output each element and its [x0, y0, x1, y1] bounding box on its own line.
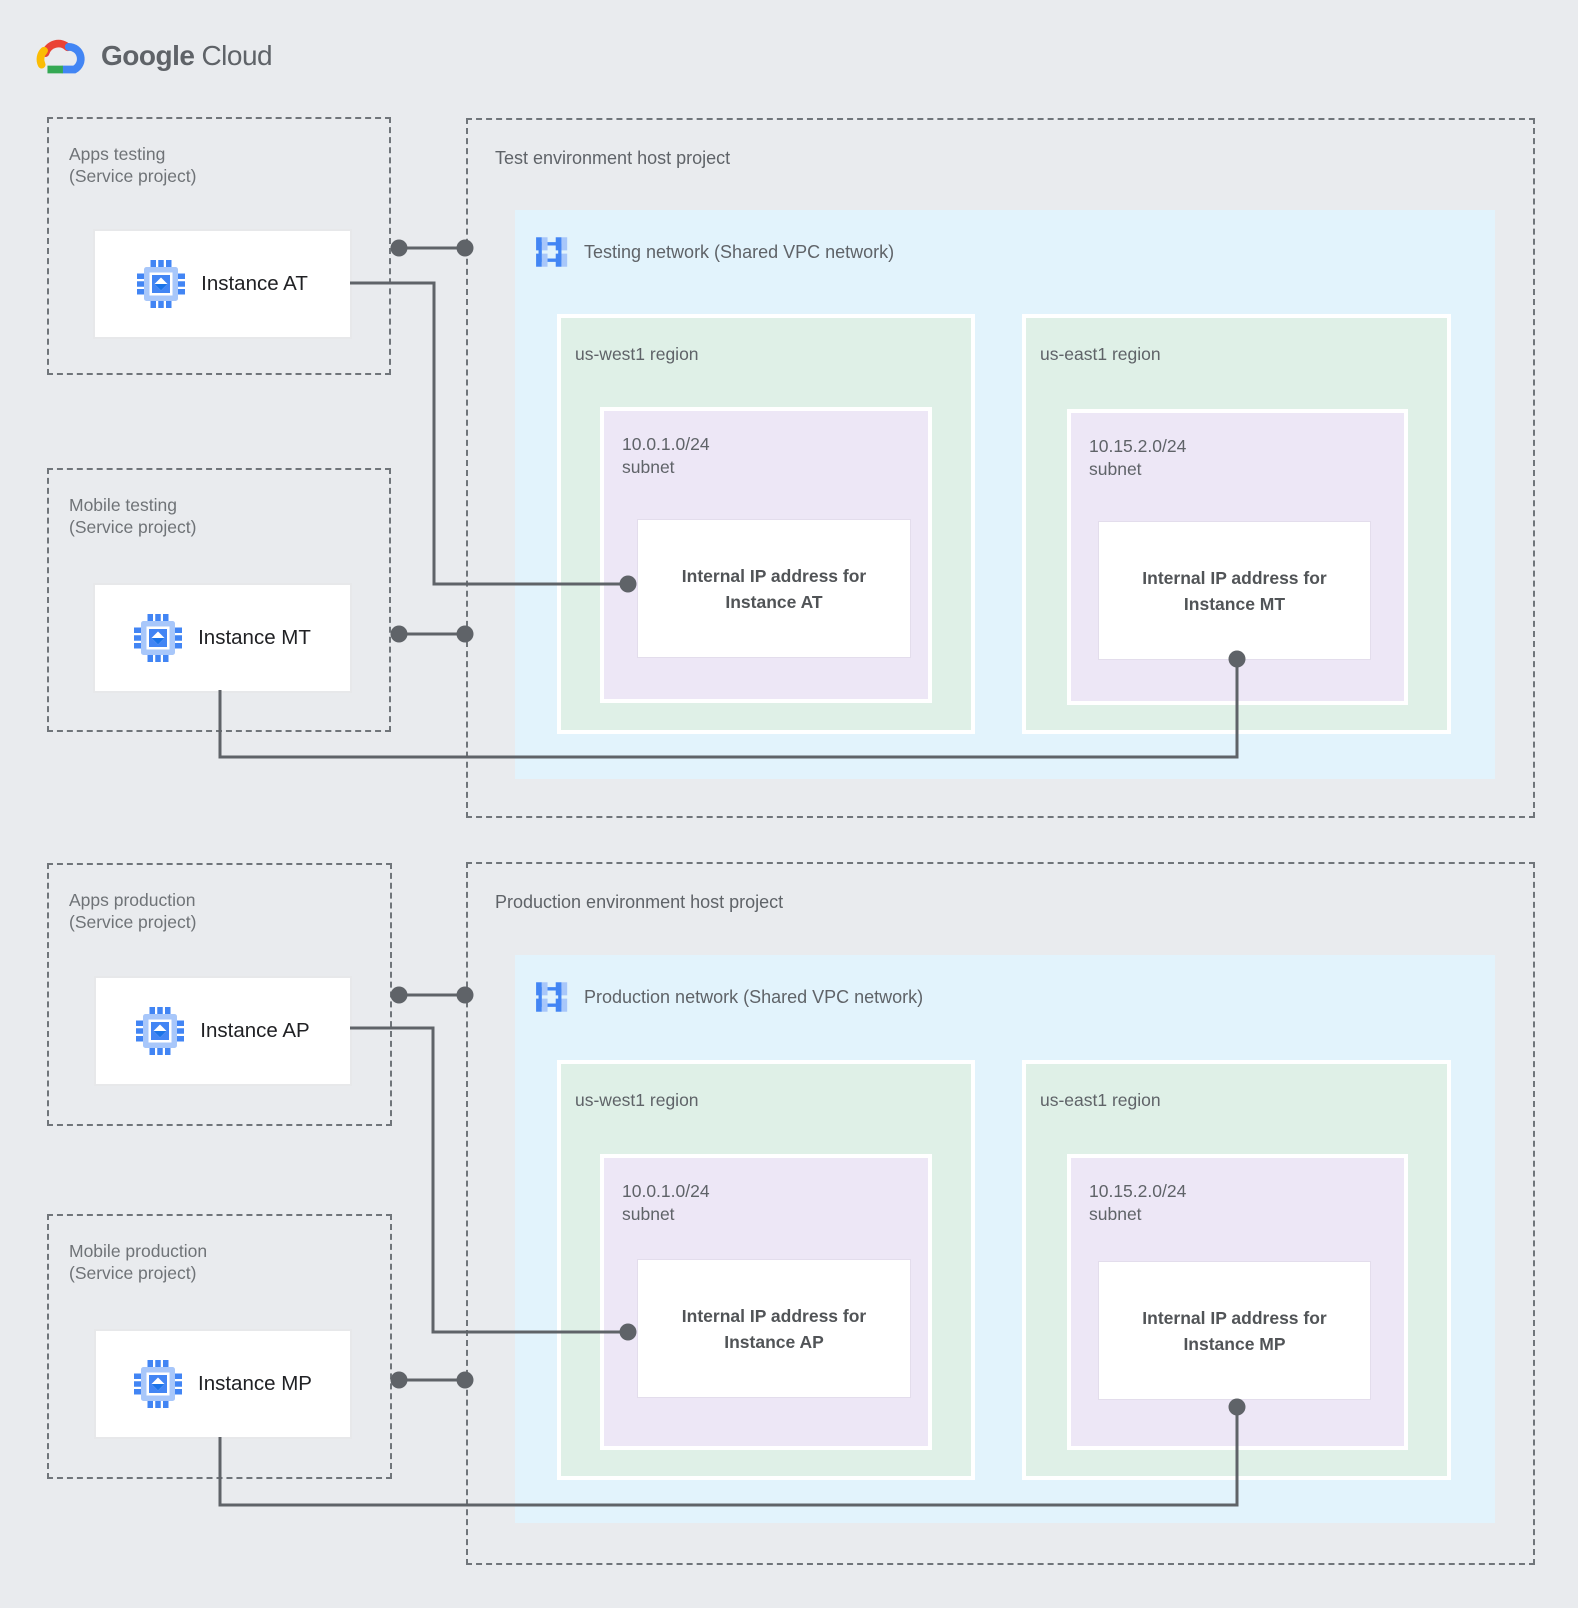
connector-dot	[390, 239, 408, 257]
compute-engine-chip-icon	[137, 260, 185, 308]
instance-card-mt: Instance MT	[93, 583, 352, 693]
subnet-label: 10.0.1.0/24 subnet	[622, 1180, 710, 1226]
compute-engine-chip-icon	[136, 1007, 184, 1055]
internal-ip-line2: Instance AT	[725, 591, 823, 612]
internal-ip-instance-ap: Internal IP address for Instance AP	[638, 1260, 910, 1397]
prod-subnet-us-east1: 10.15.2.0/24 subnet Internal IP address …	[1067, 1154, 1408, 1450]
instance-label: Instance MT	[198, 626, 311, 649]
test-region-us-west1: us-west1 region 10.0.1.0/24 subnet Inter…	[557, 314, 975, 734]
instance-card-mp: Instance MP	[94, 1329, 352, 1439]
region-label: us-east1 region	[1040, 1090, 1161, 1110]
service-project-label: Mobile production (Service project)	[69, 1240, 207, 1284]
internal-ip-line1: Internal IP address for	[1142, 1307, 1327, 1328]
test-host-project: Test environment host project Testing ne…	[466, 118, 1535, 818]
internal-ip-instance-at: Internal IP address for Instance AT	[638, 520, 910, 657]
instance-card-at: Instance AT	[93, 229, 352, 339]
service-project-name: Apps testing	[69, 144, 166, 164]
subnet-label: 10.15.2.0/24 subnet	[1089, 435, 1186, 481]
internal-ip-line2: Instance MP	[1183, 1333, 1286, 1354]
subnet-label: 10.15.2.0/24 subnet	[1089, 1180, 1186, 1226]
connector-dot	[390, 625, 408, 643]
network-header: Testing network (Shared VPC network)	[532, 235, 894, 269]
instance-label: Instance AP	[200, 1019, 310, 1042]
internal-ip-label: Internal IP address for Instance MT	[1142, 565, 1326, 617]
service-project-label: Apps testing (Service project)	[69, 143, 196, 187]
production-network: Production network (Shared VPC network) …	[515, 955, 1495, 1523]
service-project-type: (Service project)	[69, 517, 197, 537]
vpc-network-icon	[532, 980, 568, 1014]
connector-dot	[390, 1371, 408, 1389]
vpc-network-icon	[532, 235, 568, 269]
internal-ip-instance-mp: Internal IP address for Instance MP	[1099, 1262, 1370, 1399]
test-region-us-east1: us-east1 region 10.15.2.0/24 subnet Inte…	[1022, 314, 1451, 734]
testing-network: Testing network (Shared VPC network) us-…	[515, 210, 1495, 779]
compute-engine-chip-icon	[134, 1360, 182, 1408]
production-host-project: Production environment host project Prod…	[466, 862, 1535, 1565]
internal-ip-label: Internal IP address for Instance AT	[682, 563, 866, 615]
prod-region-us-east1: us-east1 region 10.15.2.0/24 subnet Inte…	[1022, 1060, 1451, 1480]
service-project-type: (Service project)	[69, 166, 197, 186]
subnet-label: 10.0.1.0/24 subnet	[622, 433, 710, 479]
logo-product: Cloud	[201, 40, 273, 71]
internal-ip-label: Internal IP address for Instance MP	[1142, 1305, 1326, 1357]
internal-ip-instance-mt: Internal IP address for Instance MT	[1099, 522, 1370, 659]
test-subnet-us-west1: 10.0.1.0/24 subnet Internal IP address f…	[600, 407, 932, 703]
service-project-type: (Service project)	[69, 912, 197, 932]
service-project-mobile-testing: Mobile testing (Service project) Instanc…	[47, 468, 391, 732]
subnet-word: subnet	[1089, 459, 1142, 479]
instance-card-ap: Instance AP	[94, 976, 352, 1086]
host-project-title: Test environment host project	[495, 148, 731, 168]
subnet-word: subnet	[622, 457, 675, 477]
internal-ip-line1: Internal IP address for	[681, 1305, 867, 1326]
internal-ip-label: Internal IP address for Instance AP	[682, 1303, 866, 1355]
subnet-cidr: 10.15.2.0/24	[1089, 1181, 1187, 1201]
region-label: us-west1 region	[575, 344, 699, 364]
host-project-title: Production environment host project	[495, 892, 784, 912]
test-subnet-us-east1: 10.15.2.0/24 subnet Internal IP address …	[1067, 409, 1408, 705]
internal-ip-line2: Instance MT	[1183, 593, 1286, 614]
service-project-type: (Service project)	[69, 1263, 197, 1283]
subnet-cidr: 10.15.2.0/24	[1089, 436, 1187, 456]
service-project-name: Apps production	[69, 890, 196, 910]
network-label: Testing network (Shared VPC network)	[584, 241, 895, 262]
service-project-label: Mobile testing (Service project)	[69, 494, 196, 538]
region-label: us-west1 region	[575, 1090, 699, 1110]
service-project-name: Mobile testing	[69, 495, 177, 515]
service-project-name: Mobile production	[69, 1241, 208, 1261]
service-project-mobile-production: Mobile production (Service project) Inst…	[47, 1214, 392, 1479]
network-header: Production network (Shared VPC network)	[532, 980, 923, 1014]
instance-label: Instance AT	[201, 272, 308, 295]
subnet-word: subnet	[622, 1204, 675, 1224]
subnet-cidr: 10.0.1.0/24	[622, 1181, 710, 1201]
internal-ip-line2: Instance AP	[724, 1331, 824, 1352]
service-project-apps-testing: Apps testing (Service project) Instance …	[47, 117, 391, 375]
internal-ip-line1: Internal IP address for	[681, 565, 867, 586]
connector-dot	[390, 986, 408, 1004]
google-cloud-logo-icon	[36, 39, 85, 74]
network-label: Production network (Shared VPC network)	[584, 986, 924, 1007]
internal-ip-line1: Internal IP address for	[1142, 567, 1327, 588]
prod-region-us-west1: us-west1 region 10.0.1.0/24 subnet Inter…	[557, 1060, 975, 1480]
compute-engine-chip-icon	[134, 614, 182, 662]
instance-label: Instance MP	[198, 1372, 312, 1395]
service-project-apps-production: Apps production (Service project) Instan…	[47, 863, 392, 1126]
region-label: us-east1 region	[1040, 344, 1161, 364]
subnet-cidr: 10.0.1.0/24	[622, 434, 710, 454]
logo-brand: Google	[101, 40, 195, 71]
service-project-label: Apps production (Service project)	[69, 889, 196, 933]
subnet-word: subnet	[1089, 1204, 1142, 1224]
prod-subnet-us-west1: 10.0.1.0/24 subnet Internal IP address f…	[600, 1154, 932, 1450]
